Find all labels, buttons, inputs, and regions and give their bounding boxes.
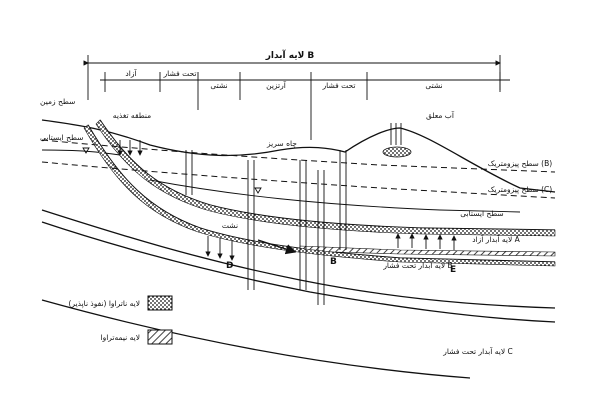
aquifer-a-label: لایه آبدار آزاد A: [472, 234, 520, 244]
water-table-left-label: سطح ایستابی: [40, 133, 83, 142]
legend-swatch-semi-permeable: [147, 329, 173, 345]
letter-e: E: [450, 265, 456, 275]
piezometric-surface-b-line: [41, 139, 556, 173]
flowing-well-label: چاه سریز: [266, 139, 297, 148]
zone-label-1: آزاد: [125, 68, 137, 78]
ground-surface-line: [41, 119, 556, 193]
piezometric-surface-c-line: [41, 161, 556, 199]
zone-label-3: نشتی: [210, 81, 227, 90]
water-level-symbol-mid: [254, 187, 262, 194]
legend: لایه ناتراوا (نفوذ ناپذیر) لایه نیمه‌ترا…: [69, 295, 173, 345]
letter-d: D: [226, 261, 233, 271]
ground-surface-label: سطح زمین: [40, 97, 75, 106]
top-title: لایه آبدار B: [265, 49, 315, 61]
aquifer-c-bottom-boundary: [41, 299, 471, 379]
zone-dimension-bar: [83, 55, 510, 140]
perched-water-lens: [382, 146, 412, 158]
piezometric-c-label: سطح پیزومتریک (C): [488, 185, 553, 194]
legend-label-semi-permeable: لایه نیمه‌تراوا: [101, 333, 141, 342]
legend-label-impermeable: لایه ناتراوا (نفوذ ناپذیر): [69, 299, 141, 308]
piezometric-b-label: سطح پیزومتریک (B): [488, 159, 552, 168]
recharge-arrows: [117, 140, 143, 156]
impermeable-layer-lower: [83, 124, 556, 267]
water-table-left-line: [41, 149, 121, 156]
water-table-mid-label: سطح ایستابی: [460, 209, 503, 218]
aquifer-c-lower-boundary: [41, 221, 556, 323]
legend-swatch-impermeable: [147, 295, 173, 311]
letter-b: B: [330, 257, 337, 267]
flow-arrow: [257, 239, 297, 255]
water-level-symbol-left: [82, 147, 90, 154]
perched-water-label: آب معلق: [426, 110, 455, 120]
zone-label-6: نشتی: [425, 81, 442, 90]
recharge-zone-label: منطقه تغذیه: [113, 111, 151, 120]
impermeable-layer-upper: [95, 119, 556, 237]
water-table-mid-line: [149, 179, 521, 213]
downward-leakage-arrows-d: [205, 236, 235, 261]
upward-leakage-arrows-e: [395, 233, 457, 250]
aquifer-c-label: لایه آبدار تحت فشار C: [442, 346, 512, 356]
well-group: [185, 123, 402, 305]
leakage-label: نشت: [222, 221, 238, 230]
zone-label-4: آرتزین: [266, 80, 287, 90]
aquifer-b-label: لایه آبدار تحت فشار B: [382, 260, 452, 270]
zone-label-5: تحت فشار: [322, 81, 356, 90]
zone-label-2: تحت فشار: [163, 69, 197, 78]
